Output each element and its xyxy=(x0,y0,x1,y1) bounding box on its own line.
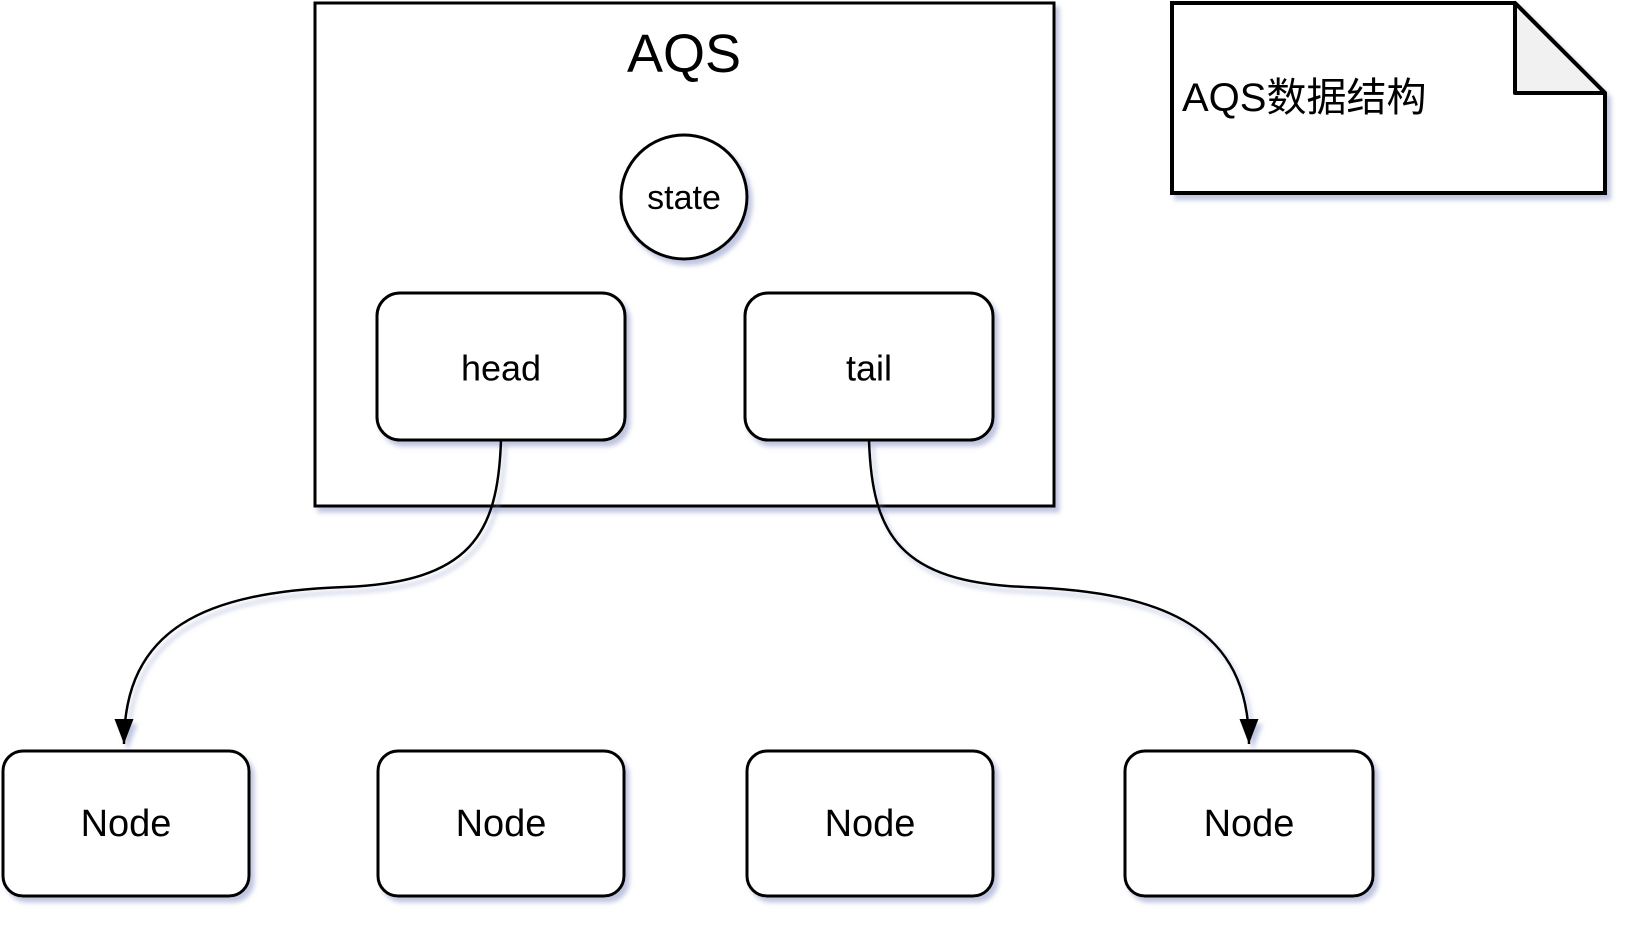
tail-to-last-node-connector xyxy=(867,439,1259,745)
head-to-first-node-connector xyxy=(114,439,503,745)
node-label: Node xyxy=(81,803,172,845)
linked-list-node-3: Node xyxy=(745,749,995,898)
node-box xyxy=(1123,749,1375,898)
node-label: Node xyxy=(1204,803,1295,845)
tail-label: tail xyxy=(846,348,892,389)
node-box xyxy=(745,749,995,898)
node-label: Node xyxy=(456,803,547,845)
state-circle xyxy=(619,133,749,261)
tail-node: tail xyxy=(743,291,995,442)
state-label: state xyxy=(647,179,721,217)
head-node: head xyxy=(375,291,627,442)
head-label: head xyxy=(461,348,541,389)
linked-list-node-2: Node xyxy=(376,749,626,898)
linked-list-node-1: Node xyxy=(1,749,251,898)
node-box xyxy=(1,749,251,898)
state-node: state xyxy=(619,133,749,261)
node-box xyxy=(376,749,626,898)
note-body xyxy=(1170,1,1607,195)
note-text: AQS数据结构 xyxy=(1182,76,1426,120)
linked-list-node-4: Node xyxy=(1123,749,1375,898)
note-shape: AQS数据结构 xyxy=(1170,1,1607,195)
note-fold-corner-icon xyxy=(1513,1,1607,95)
aqs-container-title: AQS xyxy=(627,24,741,84)
node-label: Node xyxy=(825,803,916,845)
